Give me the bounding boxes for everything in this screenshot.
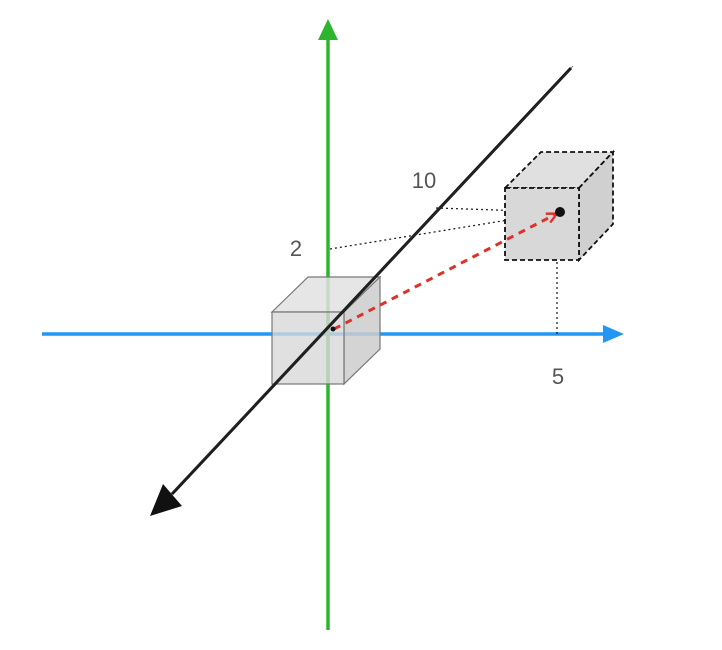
label-x-value: 5 bbox=[552, 364, 564, 389]
label-z-value: 10 bbox=[412, 168, 436, 193]
origin-point bbox=[330, 326, 336, 332]
z-axis bbox=[150, 65, 574, 516]
translated-point bbox=[555, 207, 565, 217]
z-axis-arrowhead-icon bbox=[150, 484, 182, 516]
label-y-value: 2 bbox=[290, 236, 302, 261]
y-axis-arrowhead-icon bbox=[318, 19, 338, 40]
x-axis-arrowhead-icon bbox=[603, 325, 624, 343]
translated-cube bbox=[502, 149, 616, 263]
origin-cube bbox=[270, 275, 382, 386]
translation-vector-arrow bbox=[333, 214, 556, 331]
